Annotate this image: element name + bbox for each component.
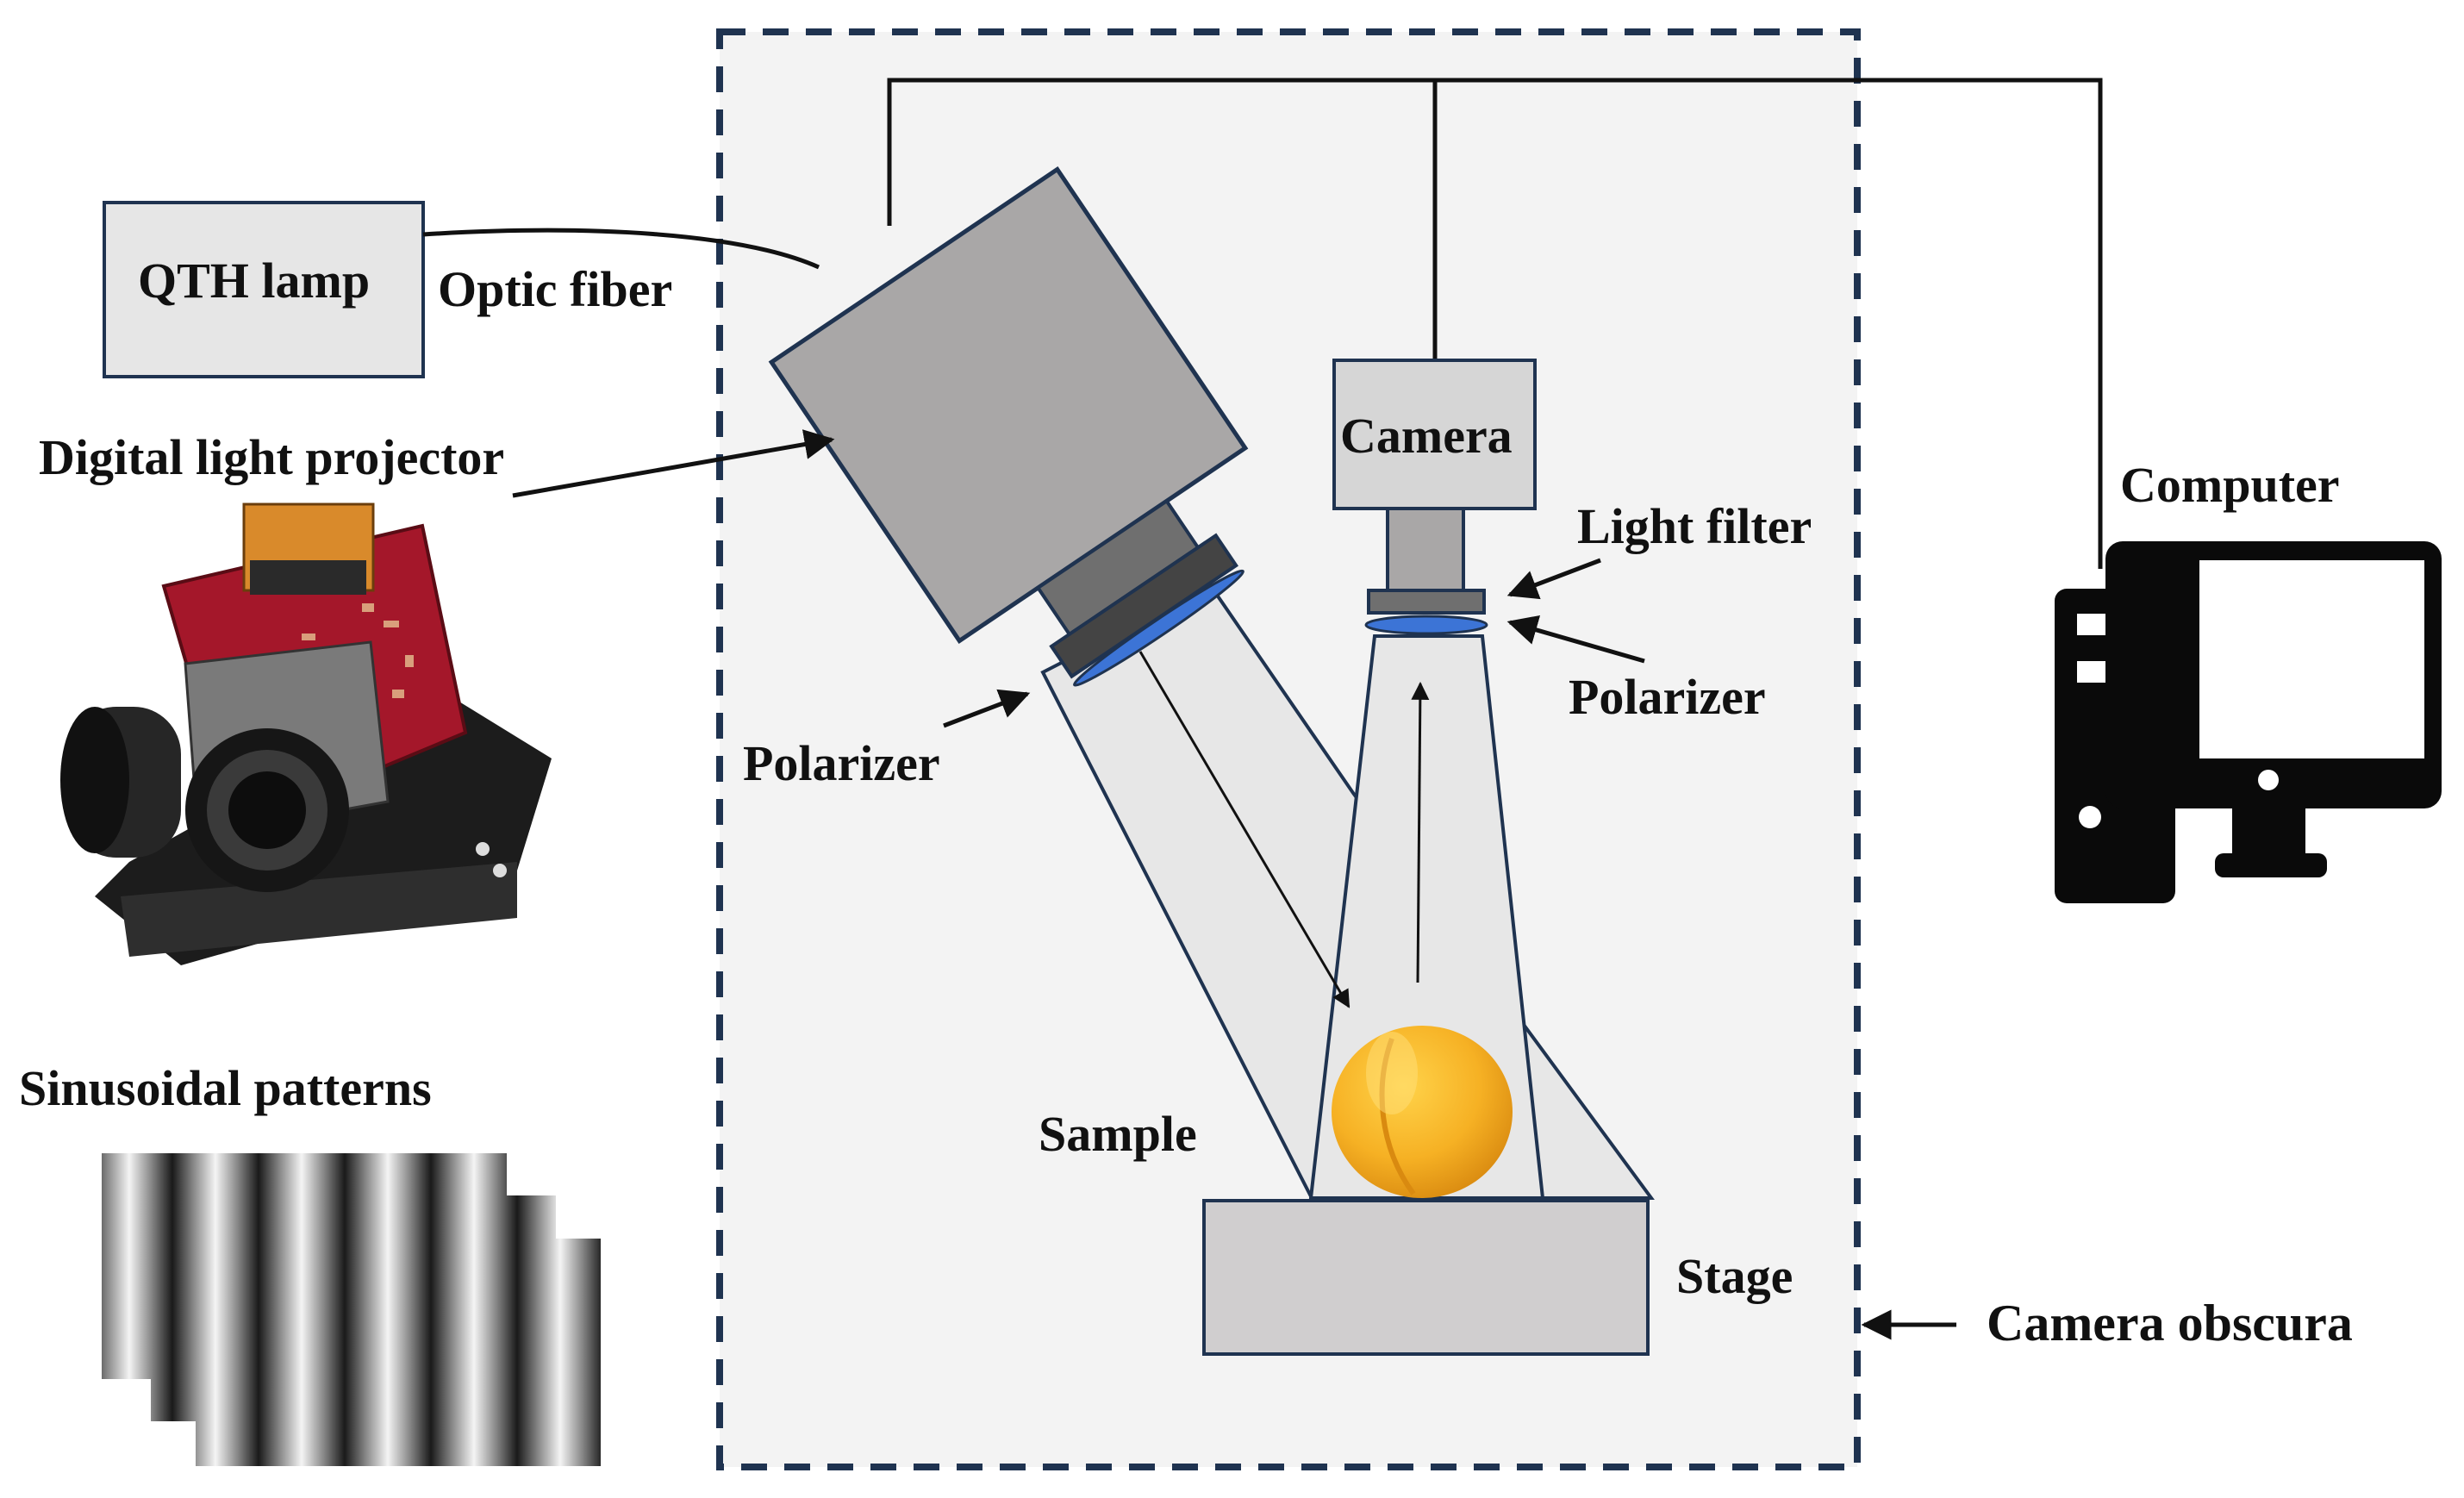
sample-label: Sample: [1039, 1106, 1197, 1162]
reflection-ray: [1411, 681, 1430, 983]
camera-label: Camera: [1340, 408, 1513, 464]
polarizer-right-arrow: [1506, 615, 1645, 664]
light-filter: [1367, 589, 1486, 615]
sinusoidal-patterns: [102, 1153, 601, 1466]
projector-photo: [60, 502, 552, 965]
data-cables: [887, 78, 2103, 569]
computer-label: Computer: [2120, 457, 2340, 513]
camera-polarizer: [1364, 615, 1488, 635]
camera: Camera: [1332, 359, 1537, 635]
projector-arrow: [512, 429, 835, 498]
digital-light-projector: [768, 166, 1249, 687]
optic-fiber-label: Optic fiber: [438, 261, 672, 317]
stage-label: Stage: [1676, 1248, 1793, 1304]
illumination-ray: [1138, 651, 1351, 1008]
pattern-frame-3: [196, 1239, 601, 1466]
camera-lens: [1386, 507, 1465, 592]
peach-sample: [1332, 1026, 1513, 1198]
qth-lamp: QTH lamp: [103, 201, 425, 378]
projector-polarizer: [1073, 569, 1244, 687]
stage: [1202, 1199, 1650, 1356]
polarizer-left-arrow: [943, 689, 1031, 728]
optic-fiber: [422, 228, 820, 270]
qth-lamp-label: QTH lamp: [138, 253, 370, 309]
polarizer-left-label: Polarizer: [743, 735, 940, 791]
light-filter-arrow: [1506, 558, 1601, 600]
projector-label: Digital light projector: [39, 429, 504, 485]
light-filter-label: Light filter: [1577, 498, 1812, 554]
desktop-computer-icon: [2055, 541, 2442, 903]
camera-obscura-label: Camera obscura: [1987, 1295, 2353, 1351]
sinusoidal-patterns-label: Sinusoidal patterns: [19, 1060, 432, 1116]
polarizer-right-label: Polarizer: [1569, 669, 1766, 725]
